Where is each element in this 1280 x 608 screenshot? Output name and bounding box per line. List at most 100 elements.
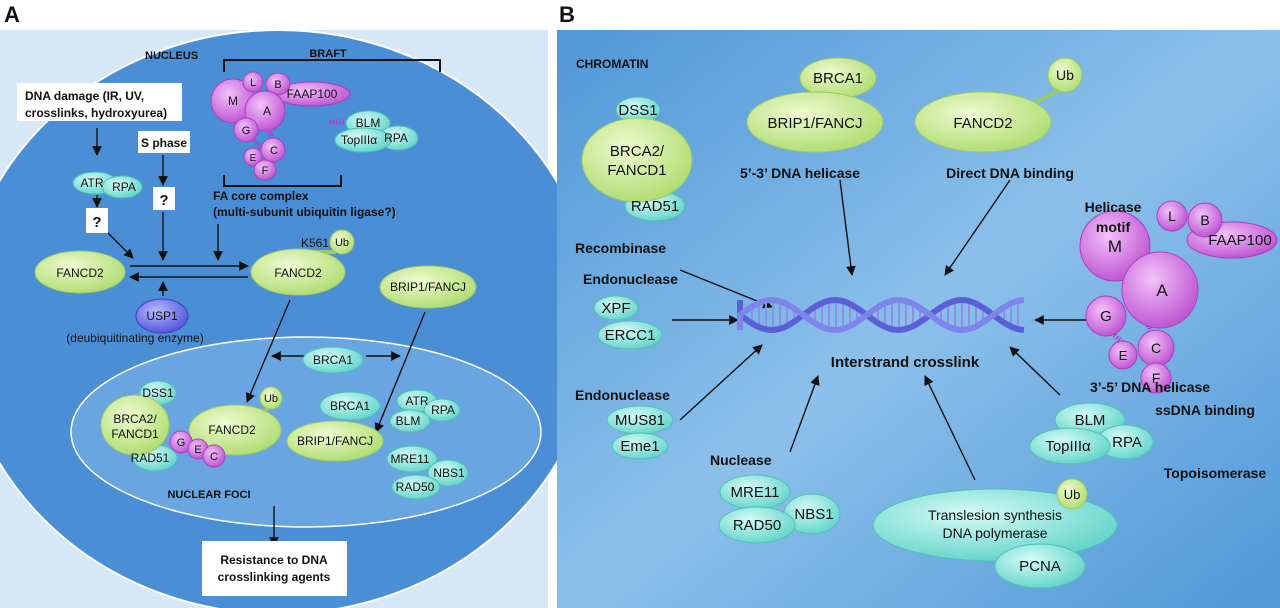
- faap100-label: FAAP100: [1208, 232, 1271, 249]
- f-label: F: [262, 165, 269, 177]
- g-protein: [1085, 295, 1127, 337]
- fa-core-text: FA core complex: [213, 189, 309, 203]
- s-phase-box: [138, 131, 190, 153]
- f-protein: [1140, 362, 1172, 394]
- mre11-protein: [386, 445, 438, 473]
- atr-label: ATR: [80, 176, 103, 190]
- dna-strand: [737, 296, 1025, 334]
- ssdna-binding-label: ssDNA binding: [1155, 402, 1255, 418]
- resistance-text: crosslinking agents: [218, 570, 331, 584]
- top3a-label: TopIIIα: [1045, 438, 1091, 455]
- e-protein: [243, 147, 263, 167]
- rad50-protein: [718, 506, 796, 544]
- rpa-label: RPA: [112, 180, 136, 194]
- brca1-label: BRCA1: [313, 353, 353, 367]
- f-label: F: [1152, 370, 1161, 386]
- eme1-label: Eme1: [620, 438, 659, 455]
- dna-damage-text: DNA damage (IR, UV,: [25, 89, 144, 103]
- dss1-label: DSS1: [618, 102, 657, 119]
- dna-damage-text: crosslinks, hydroxyurea): [25, 106, 167, 120]
- brip1-protein: [379, 265, 477, 309]
- arrow: [789, 375, 820, 453]
- blm-label: BLM: [356, 116, 381, 130]
- e-label: E: [194, 444, 201, 456]
- ub-protein: [329, 229, 355, 255]
- interaction-hatch: [265, 125, 275, 139]
- rad51-label: RAD51: [131, 451, 170, 465]
- l-protein: [242, 71, 264, 93]
- l-protein: [1156, 200, 1188, 232]
- helicase-motif-label: motif: [1096, 219, 1131, 235]
- ub-label: Ub: [264, 393, 278, 405]
- fa-core-text: (multi-subunit ubiquitin ligase?): [213, 205, 396, 219]
- rpa-protein: [423, 398, 461, 422]
- arrow: [839, 179, 856, 276]
- fancd2-protein: [188, 404, 282, 456]
- ub-label: Ub: [1056, 67, 1074, 83]
- blm-label: BLM: [1075, 412, 1106, 429]
- c-label: C: [1151, 340, 1161, 356]
- b-label: B: [274, 79, 281, 91]
- mre11-label: MRE11: [731, 484, 780, 501]
- nbs1-protein: [427, 459, 469, 487]
- resistance-box: [202, 541, 347, 596]
- c-protein: [202, 444, 226, 468]
- fa-core-bracket: [223, 175, 342, 187]
- a-protein: [244, 90, 286, 132]
- braft-bracket: [223, 59, 441, 72]
- usp1-label: USP1: [146, 309, 178, 323]
- top3a-protein: [334, 127, 392, 153]
- endonuclease-label: Endonuclease: [583, 271, 678, 287]
- pcna-protein: [994, 543, 1086, 589]
- interstrand-label: Interstrand crosslink: [831, 354, 980, 371]
- g-protein: [233, 117, 259, 143]
- brca2-label: FANCD1: [607, 162, 666, 179]
- dna-damage-box: [17, 83, 182, 121]
- k561-label: K561: [301, 236, 329, 250]
- brca2-protein: [581, 117, 693, 203]
- s-phase-text: S phase: [141, 136, 187, 150]
- brip1-protein: [746, 91, 884, 153]
- nuclease-label: Nuclease: [710, 452, 772, 468]
- brip1-label: BRIP1/FANCJ: [390, 280, 466, 294]
- eme1-protein: [611, 432, 669, 460]
- mre11-label: MRE11: [390, 452, 429, 466]
- arrow: [679, 344, 763, 421]
- xpf-protein: [593, 295, 639, 321]
- ub-protein: [1047, 57, 1083, 93]
- e-protein: [1108, 340, 1138, 370]
- question-text: ?: [159, 192, 168, 209]
- l-label: L: [250, 77, 256, 89]
- arrow: [245, 299, 291, 403]
- nbs1-label: NBS1: [433, 466, 465, 480]
- e-label: E: [1119, 348, 1128, 363]
- fancd2-label: FANCD2: [56, 266, 104, 280]
- fancd2-protein: [34, 250, 126, 294]
- rad51-label: RAD51: [631, 198, 679, 215]
- brca2-label: BRCA2/: [610, 143, 665, 160]
- rad50-label: RAD50: [396, 480, 435, 494]
- brca2-label: BRCA2/: [113, 412, 157, 426]
- translesion-label: Translesion synthesis: [928, 507, 1062, 523]
- m-label: M: [1108, 237, 1122, 256]
- ub-protein: [259, 386, 283, 410]
- a-label: A: [1156, 281, 1168, 300]
- interaction-hatch: [250, 136, 264, 150]
- brca1-label: BRCA1: [813, 70, 863, 87]
- nbs1-label: NBS1: [794, 506, 833, 523]
- b-label: B: [1200, 212, 1209, 228]
- recombinase-label: Recombinase: [575, 240, 666, 256]
- topoisomerase-label: Topoisomerase: [1164, 465, 1267, 481]
- g-label: G: [242, 125, 251, 137]
- ercc1-protein: [597, 320, 663, 350]
- c-label: C: [270, 145, 278, 157]
- fancd2-label: FANCD2: [274, 266, 322, 280]
- g-label: G: [1100, 308, 1112, 325]
- translesion-polymerase-protein: [872, 488, 1118, 562]
- f-protein: [253, 159, 277, 181]
- arrow: [924, 375, 976, 481]
- b-protein: [1187, 202, 1223, 238]
- helicase-motif-label: Helicase: [1085, 199, 1142, 215]
- ub-label: Ub: [1064, 487, 1081, 502]
- brip1-label: BRIP1/FANCJ: [767, 115, 862, 132]
